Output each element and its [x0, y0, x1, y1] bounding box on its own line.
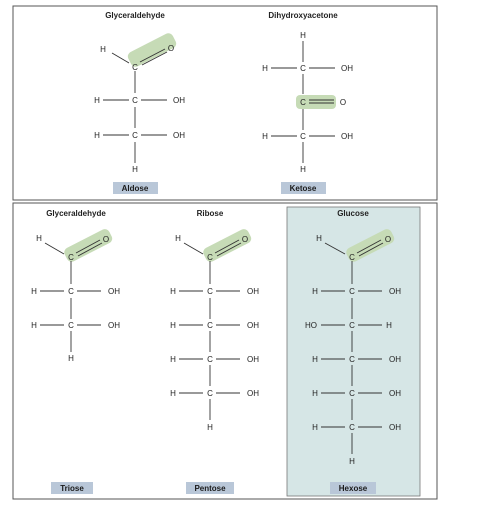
atom-h: H [36, 234, 42, 243]
atom-h: H [94, 96, 100, 105]
atom-h: H [207, 423, 213, 432]
bottom-glyceraldehyde-molecule: Glyceraldehyde H C O H C OH H C OH H Tri… [31, 209, 120, 494]
atom-oh: OH [108, 287, 120, 296]
atom-c: C [349, 423, 355, 432]
pentose-badge: Pentose [194, 484, 226, 493]
atom-c: C [207, 355, 213, 364]
atom-h: H [31, 321, 37, 330]
atom-oh: OH [108, 321, 120, 330]
atom-oh: OH [389, 389, 401, 398]
top-glyceraldehyde-molecule: Glyceraldehyde H C O H C OH H C OH H Ald… [94, 11, 185, 194]
ribose-molecule: Ribose H C O H C OH H C OH H C OH H C OH… [170, 209, 259, 494]
triose-badge: Triose [60, 484, 84, 493]
atom-h: H [170, 321, 176, 330]
atom-c: C [349, 253, 355, 262]
dihydroxyacetone-title: Dihydroxyacetone [268, 11, 338, 20]
atom-c: C [300, 64, 306, 73]
atom-ho: HO [305, 321, 317, 330]
atom-c: C [349, 389, 355, 398]
atom-h: H [300, 165, 306, 174]
ketone-highlight [296, 95, 336, 109]
triose-badge-background [51, 482, 93, 494]
atom-oh: OH [247, 389, 259, 398]
atom-c: C [207, 253, 213, 262]
atom-oh: OH [247, 287, 259, 296]
atom-o: O [340, 98, 346, 107]
atom-h: H [68, 354, 74, 363]
atom-h: H [170, 355, 176, 364]
atom-c: C [68, 253, 74, 262]
atom-h: H [349, 457, 355, 466]
glucose-title: Glucose [337, 209, 369, 218]
atom-h: H [132, 165, 138, 174]
atom-h: H [175, 234, 181, 243]
atom-c: C [300, 132, 306, 141]
atom-o: O [242, 235, 248, 244]
hexose-badge: Hexose [339, 484, 368, 493]
pentose-badge-background [186, 482, 234, 494]
atom-oh: OH [389, 423, 401, 432]
atom-h: H [31, 287, 37, 296]
atom-o: O [168, 44, 174, 53]
atom-h: H [170, 389, 176, 398]
hexose-badge-background [330, 482, 376, 494]
atom-h: H [316, 234, 322, 243]
atom-h: H [94, 131, 100, 140]
aldose-badge: Aldose [122, 184, 149, 193]
dihydroxyacetone-molecule: Dihydroxyacetone H H C OH C O H C OH H K… [262, 11, 353, 194]
atom-h: H [386, 321, 392, 330]
bottom-panel-frame [12, 202, 438, 500]
atom-h: H [312, 389, 318, 398]
atom-oh: OH [341, 132, 353, 141]
atom-c: C [132, 96, 138, 105]
top-panel-frame [12, 5, 438, 201]
atom-c: C [68, 287, 74, 296]
atom-h: H [312, 355, 318, 364]
atom-o: O [385, 235, 391, 244]
atom-c: C [349, 287, 355, 296]
atom-h: H [170, 287, 176, 296]
atom-h: H [312, 287, 318, 296]
bottom-glyceraldehyde-title: Glyceraldehyde [46, 209, 106, 218]
ribose-title: Ribose [197, 209, 224, 218]
atom-c: C [68, 321, 74, 330]
atom-h: H [300, 31, 306, 40]
ketose-badge: Ketose [290, 184, 317, 193]
atom-oh: OH [173, 96, 185, 105]
atom-c: C [132, 131, 138, 140]
atom-c: C [349, 355, 355, 364]
atom-h: H [262, 132, 268, 141]
aldehyde-highlight [127, 33, 177, 67]
atom-c: C [300, 98, 306, 107]
atom-oh: OH [389, 355, 401, 364]
atom-oh: OH [389, 287, 401, 296]
atom-oh: OH [173, 131, 185, 140]
atom-h: H [312, 423, 318, 432]
atom-c: C [207, 287, 213, 296]
aldehyde-highlight [203, 229, 252, 262]
atom-oh: OH [247, 355, 259, 364]
atom-c: C [207, 389, 213, 398]
atom-oh: OH [247, 321, 259, 330]
atom-h: H [100, 45, 106, 54]
glucose-molecule: Glucose H C O H C OH HO C H H C OH H C O [305, 209, 401, 494]
aldehyde-highlight [64, 229, 113, 262]
atom-oh: OH [341, 64, 353, 73]
atom-o: O [103, 235, 109, 244]
aldose-badge-background [113, 182, 158, 194]
top-glyceraldehyde-title: Glyceraldehyde [105, 11, 165, 20]
atom-h: H [262, 64, 268, 73]
atom-c: C [132, 63, 138, 72]
atom-c: C [207, 321, 213, 330]
ketose-badge-background [281, 182, 326, 194]
atom-c: C [349, 321, 355, 330]
